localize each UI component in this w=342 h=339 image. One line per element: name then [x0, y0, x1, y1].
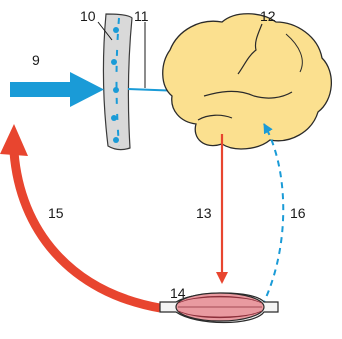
stimulus-input-arrow: [10, 72, 104, 107]
proprioceptive-feedback-arrow: [262, 124, 283, 306]
label-15: 15: [48, 205, 64, 221]
behavior-feedback-arrow: [14, 152, 160, 308]
label-10: 10: [80, 8, 96, 24]
label-9: 9: [32, 52, 40, 68]
brain-icon: [163, 14, 332, 149]
label-11: 11: [134, 8, 149, 24]
behavior-arrowhead: [0, 124, 28, 156]
label-12: 12: [260, 8, 276, 24]
label-16: 16: [290, 205, 306, 221]
label-13: 13: [196, 205, 212, 221]
label-14: 14: [170, 285, 186, 301]
